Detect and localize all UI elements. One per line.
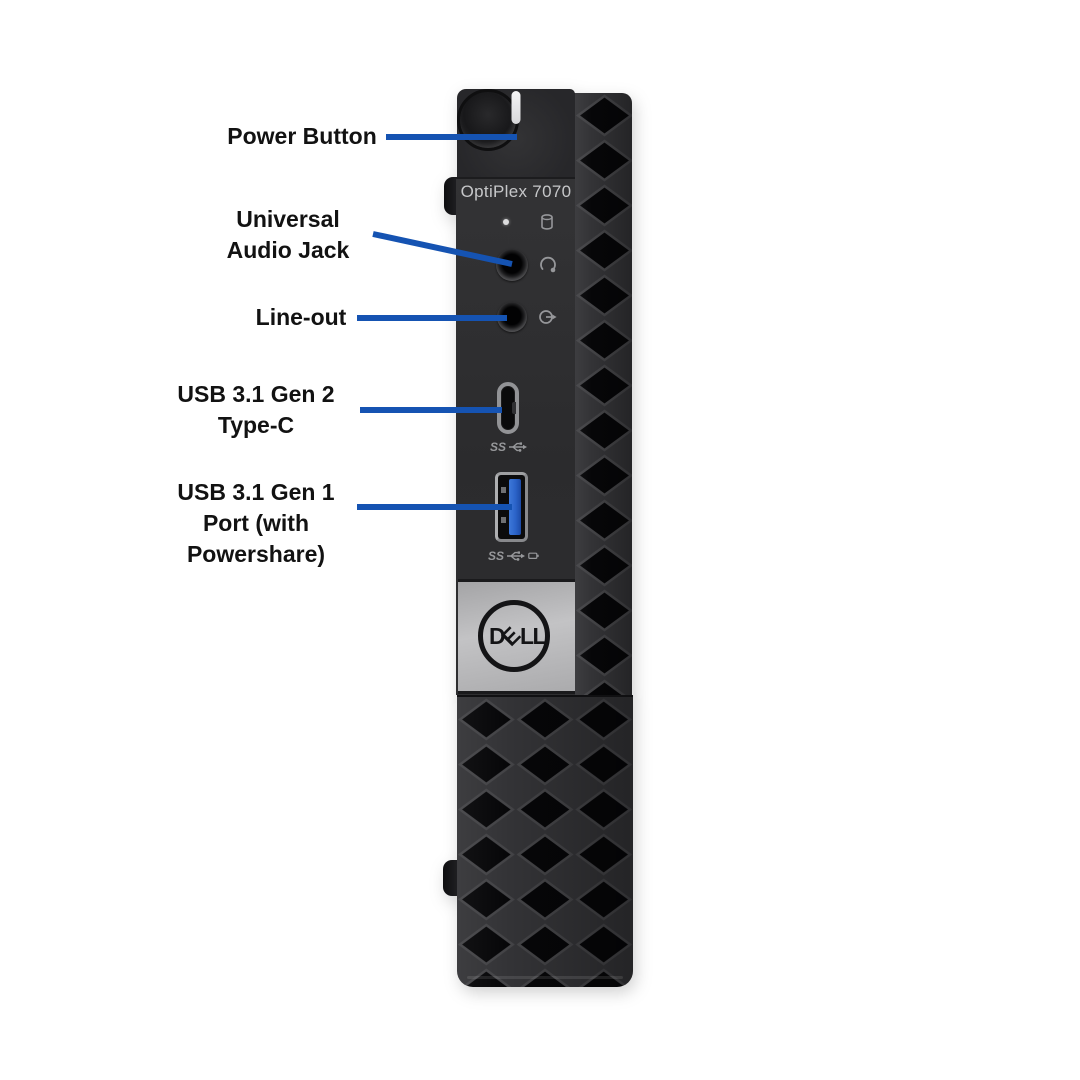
- dell-letter-d: D: [489, 623, 506, 649]
- usb-a-blue-tongue: [509, 479, 521, 535]
- side-stud-top: [444, 177, 459, 215]
- callout-label-universal-audio-jack: Universal Audio Jack: [226, 206, 350, 263]
- front-panel-top: [457, 89, 575, 178]
- universal-audio-jack: [496, 249, 528, 281]
- callout-label-power-button: Power Button: [227, 123, 377, 149]
- headset-icon: [540, 256, 556, 273]
- usb-c-port: [497, 382, 519, 434]
- brand-plate: D E L L: [458, 579, 575, 694]
- vent-grille-bottom: [457, 695, 633, 987]
- hard-drive-icon: [541, 214, 553, 230]
- vent-grille-column: [573, 93, 632, 695]
- power-button: [457, 89, 521, 151]
- callout-label-line-out: Line-out: [255, 304, 347, 330]
- battery-icon: [528, 552, 539, 559]
- line-out-icon: [539, 310, 557, 324]
- desktop-tower: OptiPlex 7070 SS: [440, 85, 645, 995]
- usb-a-pin: [501, 487, 506, 493]
- usb-a-port: [495, 472, 528, 542]
- callout-label-usb-c: USB 3.1 Gen 2 Type-C: [177, 381, 335, 438]
- usb-trident-icon: [507, 551, 526, 561]
- superspeed-usb-powershare-logo: SS: [488, 549, 544, 563]
- model-label: OptiPlex 7070: [460, 182, 572, 201]
- side-stud-bottom: [443, 860, 460, 896]
- usb-c-notch: [512, 402, 516, 414]
- line-out-jack: [497, 302, 527, 332]
- callout-label-usb-a: USB 3.1 Gen 1 Port (with Powershare): [177, 479, 335, 567]
- superspeed-ss-text: SS: [488, 549, 505, 563]
- power-button-indicator: [511, 91, 521, 124]
- superspeed-usb-logo: SS: [490, 440, 534, 454]
- dell-letter-l: L: [520, 623, 534, 649]
- hdd-activity-led: [503, 219, 509, 225]
- superspeed-ss-text: SS: [490, 440, 507, 454]
- usb-trident-icon: [509, 442, 528, 452]
- dell-letter-l: L: [533, 623, 547, 649]
- dell-logo: D E L L: [478, 600, 550, 672]
- usb-a-pin: [501, 517, 506, 523]
